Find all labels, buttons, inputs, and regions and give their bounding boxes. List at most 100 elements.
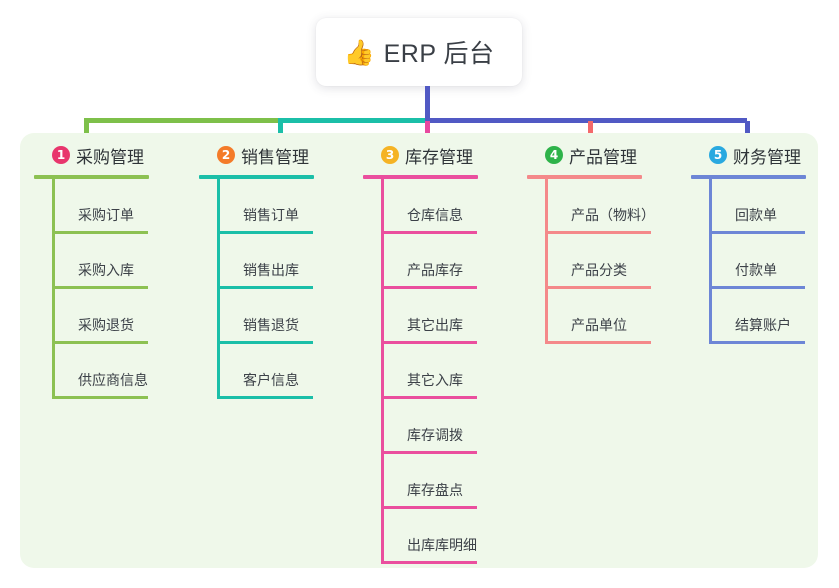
leaf-item[interactable]: 销售退货 <box>217 289 314 344</box>
leaf-underline <box>217 341 313 344</box>
leaf-spine <box>545 179 548 344</box>
connector-bus-segment <box>84 118 280 123</box>
leaf-label: 回款单 <box>735 207 777 223</box>
leaf-item[interactable]: 产品分类 <box>545 234 651 289</box>
branch-title: 采购管理 <box>76 147 144 167</box>
leaf-underline <box>381 396 477 399</box>
leaf-label: 产品单位 <box>571 317 627 333</box>
leaf-item[interactable]: 出库库明细 <box>381 509 478 564</box>
leaf-label: 产品库存 <box>407 262 463 278</box>
branch-header[interactable]: 1 采购管理 <box>34 140 149 170</box>
leaf-spine <box>381 179 384 564</box>
root-node-title: ERP 后台 <box>383 40 495 68</box>
leaf-item[interactable]: 库存调拨 <box>381 399 478 454</box>
leaf-item[interactable]: 产品库存 <box>381 234 478 289</box>
branch-column-库存管理: 3 库存管理仓库信息产品库存其它出库其它入库库存调拨库存盘点出库库明细 <box>363 140 478 564</box>
leaf-label: 库存调拨 <box>407 427 463 443</box>
leaf-item[interactable]: 其它出库 <box>381 289 478 344</box>
thumbs-up-icon: 👍 <box>343 37 375 67</box>
branch-number-badge: 3 <box>381 146 399 164</box>
leaf-underline <box>709 286 805 289</box>
branch-underline <box>527 175 642 179</box>
leaf-underline <box>545 231 651 234</box>
leaf-item[interactable]: 回款单 <box>709 179 806 234</box>
branch-header[interactable]: 5 财务管理 <box>691 140 806 170</box>
leaf-item[interactable]: 销售订单 <box>217 179 314 234</box>
leaf-label: 采购入库 <box>78 262 134 278</box>
branch-underline <box>691 175 806 179</box>
leaf-item[interactable]: 采购订单 <box>52 179 149 234</box>
leaf-label: 付款单 <box>735 262 777 278</box>
leaf-label: 销售出库 <box>243 262 299 278</box>
branch-column-采购管理: 1 采购管理采购订单采购入库采购退货供应商信息 <box>34 140 149 399</box>
leaf-underline <box>709 341 805 344</box>
leaf-label: 采购订单 <box>78 207 134 223</box>
leaf-label: 其它出库 <box>407 317 463 333</box>
branch-number-badge: 5 <box>709 146 727 164</box>
leaf-item[interactable]: 产品（物料） <box>545 179 655 234</box>
root-node-card[interactable]: 👍 ERP 后台 <box>316 18 522 86</box>
leaf-item[interactable]: 产品单位 <box>545 289 651 344</box>
leaf-spine <box>217 179 220 399</box>
branch-leaf-list: 采购订单采购入库采购退货供应商信息 <box>52 179 149 399</box>
leaf-underline <box>381 451 477 454</box>
connector-bus-segment <box>278 118 474 123</box>
leaf-item[interactable]: 库存盘点 <box>381 454 478 509</box>
leaf-label: 供应商信息 <box>78 372 148 388</box>
branch-column-销售管理: 2 销售管理销售订单销售出库销售退货客户信息 <box>199 140 314 399</box>
leaf-underline <box>381 341 477 344</box>
branch-title: 销售管理 <box>241 147 309 167</box>
branch-header[interactable]: 2 销售管理 <box>199 140 314 170</box>
branch-leaf-list: 仓库信息产品库存其它出库其它入库库存调拨库存盘点出库库明细 <box>381 179 478 564</box>
branch-leaf-list: 回款单付款单结算账户 <box>709 179 806 344</box>
leaf-underline <box>52 286 148 289</box>
leaf-label: 采购退货 <box>78 317 134 333</box>
branch-title: 库存管理 <box>405 147 473 167</box>
leaf-item[interactable]: 供应商信息 <box>52 344 149 399</box>
branch-title: 财务管理 <box>733 147 801 167</box>
leaf-underline <box>381 561 477 564</box>
leaf-underline <box>545 341 651 344</box>
leaf-underline <box>52 396 148 399</box>
leaf-spine <box>709 179 712 344</box>
leaf-underline <box>52 231 148 234</box>
connector-bus-segment <box>425 118 747 123</box>
leaf-underline <box>217 286 313 289</box>
branch-column-财务管理: 5 财务管理回款单付款单结算账户 <box>691 140 806 344</box>
leaf-label: 其它入库 <box>407 372 463 388</box>
branch-leaf-list: 销售订单销售出库销售退货客户信息 <box>217 179 314 399</box>
branch-underline <box>34 175 149 179</box>
branch-number-badge: 4 <box>545 146 563 164</box>
leaf-underline <box>217 396 313 399</box>
leaf-label: 客户信息 <box>243 372 299 388</box>
leaf-item[interactable]: 客户信息 <box>217 344 314 399</box>
leaf-underline <box>52 341 148 344</box>
leaf-label: 产品（物料） <box>571 207 655 223</box>
leaf-item[interactable]: 采购退货 <box>52 289 149 344</box>
leaf-item[interactable]: 仓库信息 <box>381 179 478 234</box>
leaf-item[interactable]: 其它入库 <box>381 344 478 399</box>
leaf-spine <box>52 179 55 399</box>
branch-leaf-list: 产品（物料） 产品分类产品单位 <box>545 179 655 344</box>
branch-header[interactable]: 3 库存管理 <box>363 140 478 170</box>
leaf-label: 仓库信息 <box>407 207 463 223</box>
branch-underline <box>199 175 314 179</box>
leaf-label: 销售订单 <box>243 207 299 223</box>
leaf-item[interactable]: 销售出库 <box>217 234 314 289</box>
leaf-item[interactable]: 结算账户 <box>709 289 806 344</box>
leaf-underline <box>545 286 651 289</box>
leaf-label: 产品分类 <box>571 262 627 278</box>
branch-underline <box>363 175 478 179</box>
root-connector-stem <box>425 86 430 122</box>
branch-number-badge: 1 <box>52 146 70 164</box>
leaf-item[interactable]: 采购入库 <box>52 234 149 289</box>
leaf-item[interactable]: 付款单 <box>709 234 806 289</box>
branch-number-badge: 2 <box>217 146 235 164</box>
leaf-label: 结算账户 <box>735 317 791 333</box>
leaf-label: 出库库明细 <box>407 537 477 553</box>
leaf-underline <box>381 231 477 234</box>
leaf-underline <box>381 286 477 289</box>
